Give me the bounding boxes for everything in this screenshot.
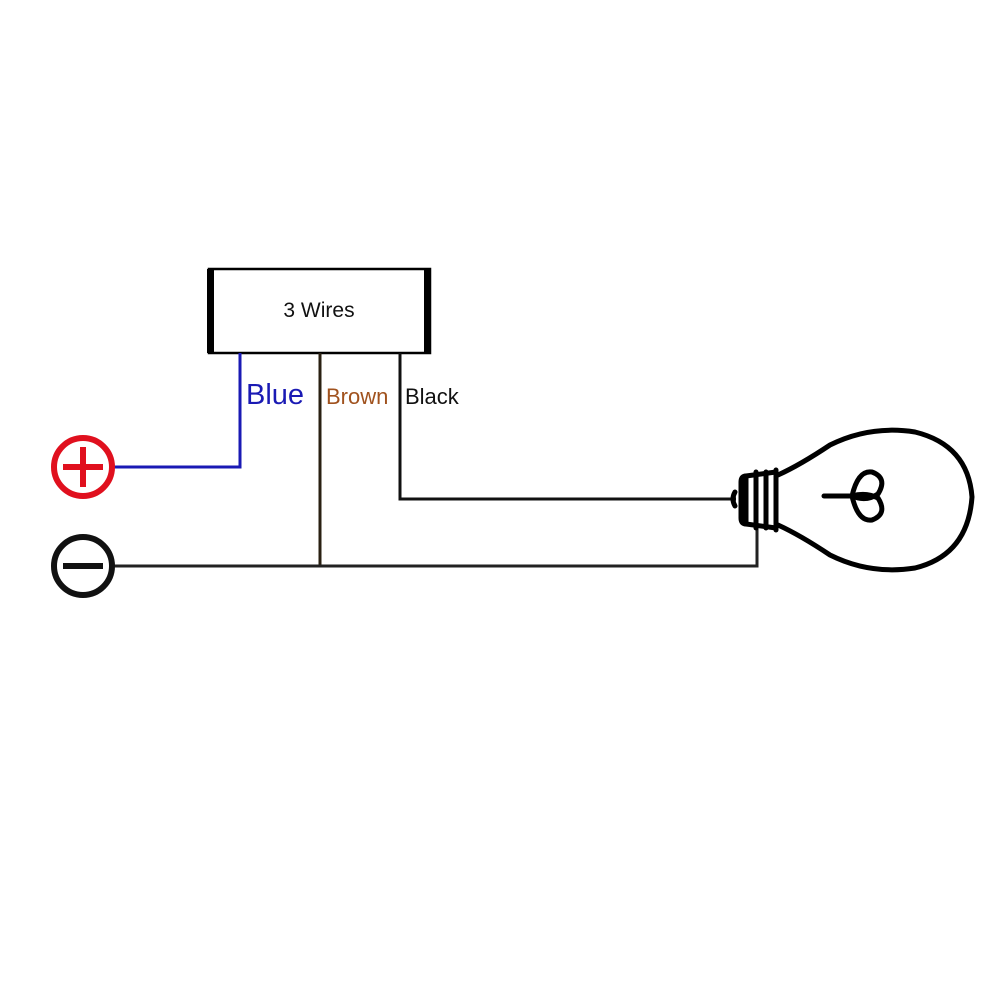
- black-wire: [398, 353, 736, 501]
- wire-label-blue: Blue: [246, 379, 304, 411]
- wire-label-brown: Brown: [326, 384, 388, 409]
- module-label: 3 Wires: [283, 299, 354, 322]
- module-box: [207, 267, 432, 355]
- negative-wire: [114, 518, 759, 568]
- minus-icon: [51, 534, 115, 598]
- blue-wire: [114, 353, 242, 469]
- wire-label-black: Black: [405, 384, 460, 409]
- plus-icon: [51, 435, 115, 499]
- light-bulb-icon: [730, 427, 975, 573]
- module-right-bar: [424, 269, 431, 353]
- module-left-bar: [207, 269, 214, 353]
- sensor-module: 3 Wires: [207, 267, 432, 355]
